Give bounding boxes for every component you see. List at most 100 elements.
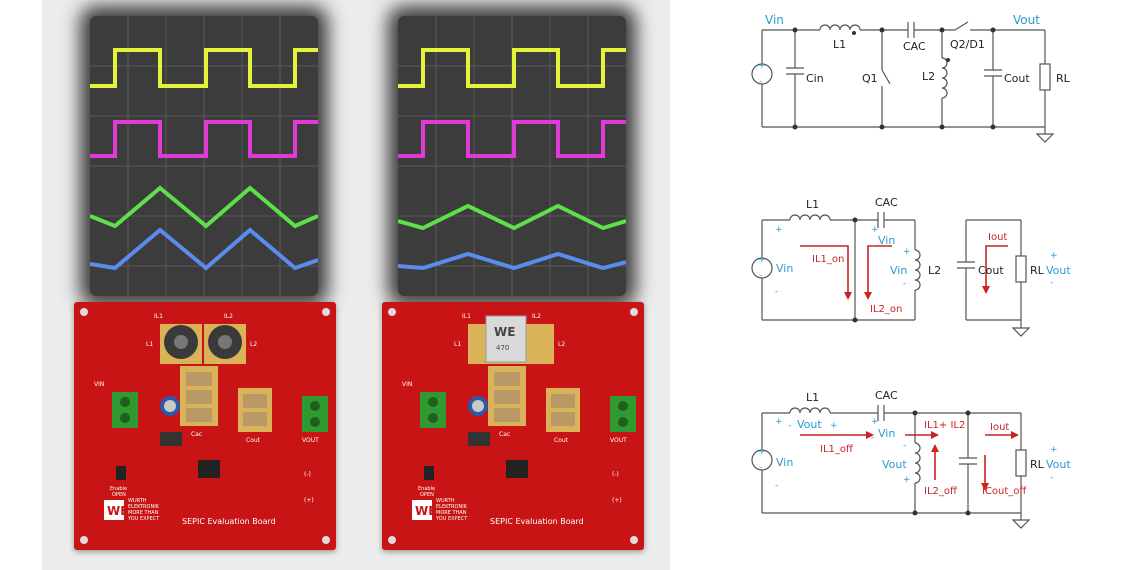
schematic-off-state <box>751 405 1031 529</box>
controller-ic <box>506 460 528 478</box>
inductor-l2-symbol <box>941 57 948 99</box>
off-il1-il2-label: IL1+ IL2 <box>924 420 965 431</box>
label-l1: L1 <box>146 341 153 348</box>
evaluation-board-photo-2: WE 470 WE VIN VOUT IL1 IL2 L1 L2 Cac Cou… <box>382 302 644 550</box>
label-l1: L1 <box>454 341 461 348</box>
brand-line-4: YOU EXPECT <box>435 516 468 522</box>
svg-text:-: - <box>871 241 874 251</box>
off-vout-l2-label: Vout <box>882 458 907 471</box>
scope-waveforms-2 <box>398 16 626 296</box>
svg-text:+: + <box>903 247 911 257</box>
label-minus: (-) <box>304 471 311 478</box>
on-vout-label: Vout <box>1046 264 1071 277</box>
on-iout-label: Iout <box>988 232 1007 243</box>
controller-ic <box>198 460 220 478</box>
svg-text:-: - <box>1050 278 1053 288</box>
board-graphics-2: WE 470 WE VIN VOUT IL1 IL2 L1 L2 Cac Cou… <box>388 308 638 544</box>
label-plus: (+) <box>612 497 622 504</box>
oscilloscope-capture-2 <box>398 16 626 296</box>
vin-source-symbol <box>751 63 773 85</box>
trace-yellow <box>398 48 626 88</box>
trace-blue <box>398 251 626 271</box>
trace-magenta <box>398 120 626 158</box>
svg-text:WE: WE <box>107 504 128 518</box>
on-vin-l2-label: Vin <box>890 264 907 277</box>
top-q1-label: Q1 <box>862 72 878 85</box>
trace-magenta <box>90 120 318 158</box>
brand-line-3: MORE THAN <box>436 510 467 516</box>
on-vin-source-label: Vin <box>776 262 793 275</box>
label-il2: IL2 <box>224 313 233 320</box>
svg-text:+: + <box>775 225 783 235</box>
svg-text:-: - <box>759 271 762 281</box>
top-q2d1-label: Q2/D1 <box>950 38 985 51</box>
label-open: OPEN <box>420 492 434 498</box>
label-enable: Enable <box>418 486 435 492</box>
brand-line-4: YOU EXPECT <box>127 516 160 522</box>
label-cac: Cac <box>499 431 510 438</box>
board-graphics-1: WE VIN VOUT IL1 IL2 L1 L2 Cac Cout Enabl… <box>80 308 330 544</box>
brand-line-3: MORE THAN <box>128 510 159 516</box>
svg-text:+: + <box>775 417 783 427</box>
inductor-l1-symbol <box>819 24 861 31</box>
svg-text:-: - <box>903 279 906 289</box>
off-il2-label: IL2_off <box>924 486 958 497</box>
on-l2-label: L2 <box>928 264 941 277</box>
schematic-topology <box>751 21 1055 143</box>
ground-symbol <box>1035 133 1055 143</box>
svg-text:WE: WE <box>494 325 515 339</box>
brand-line-1: WURTH <box>128 498 147 504</box>
we-logo <box>104 500 124 520</box>
board-title: SEPIC Evaluation Board <box>490 517 584 526</box>
top-vin-label: Vin <box>765 13 784 27</box>
trace-green <box>90 185 318 229</box>
label-vout: VOUT <box>302 437 319 444</box>
label-il1: IL1 <box>462 313 471 320</box>
on-il2-label: IL2_on <box>870 304 902 315</box>
top-l2-label: L2 <box>922 70 935 83</box>
svg-text:-: - <box>759 463 762 473</box>
label-cout: Cout <box>246 437 261 444</box>
label-vin: VIN <box>94 381 104 388</box>
scope-waveforms-1 <box>90 16 318 296</box>
arrow-iout-on <box>985 245 1008 290</box>
trace-yellow <box>90 48 318 88</box>
label-il2: IL2 <box>532 313 541 320</box>
svg-text:-: - <box>775 287 778 297</box>
label-enable: Enable <box>110 486 127 492</box>
label-vin: VIN <box>402 381 412 388</box>
on-il1-label: IL1_on <box>812 254 844 265</box>
off-l1-label: L1 <box>806 391 819 404</box>
svg-text:+: + <box>1050 251 1058 261</box>
off-cac-label: CAC <box>875 389 898 402</box>
top-cac-label: CAC <box>903 40 926 53</box>
off-vin-cac-label: Vin <box>878 427 895 440</box>
svg-text:-: - <box>871 433 874 443</box>
on-l1-label: L1 <box>806 198 819 211</box>
arrow-il2-on <box>867 245 892 296</box>
rl-symbol <box>1039 63 1051 91</box>
l2-dot-marker <box>946 58 950 62</box>
label-minus: (-) <box>612 471 619 478</box>
svg-text:-: - <box>1050 473 1053 483</box>
top-rl-label: RL <box>1056 72 1071 85</box>
svg-text:-: - <box>759 77 762 87</box>
arrow-il1-on <box>800 245 849 296</box>
off-vout-rl-label: Vout <box>1046 458 1071 471</box>
board-title: SEPIC Evaluation Board <box>182 517 276 526</box>
trace-blue <box>90 227 318 271</box>
brand-line-1: WURTH <box>436 498 455 504</box>
label-l2: L2 <box>558 341 565 348</box>
on-cac-label: CAC <box>875 196 898 209</box>
on-vin-cac-label: Vin <box>878 234 895 247</box>
label-plus: (+) <box>304 497 314 504</box>
label-cac: Cac <box>191 431 202 438</box>
off-il1-label: IL1_off <box>820 444 854 455</box>
q1-switch-symbol <box>881 69 891 85</box>
svg-text:+: + <box>758 61 766 71</box>
off-icout-label: ICout_off <box>982 486 1027 497</box>
evaluation-board-photo-1: WE VIN VOUT IL1 IL2 L1 L2 Cac Cout Enabl… <box>74 302 336 550</box>
brand-line-2: ELEKTRONIK <box>128 504 160 510</box>
top-vout-label: Vout <box>1013 13 1040 27</box>
